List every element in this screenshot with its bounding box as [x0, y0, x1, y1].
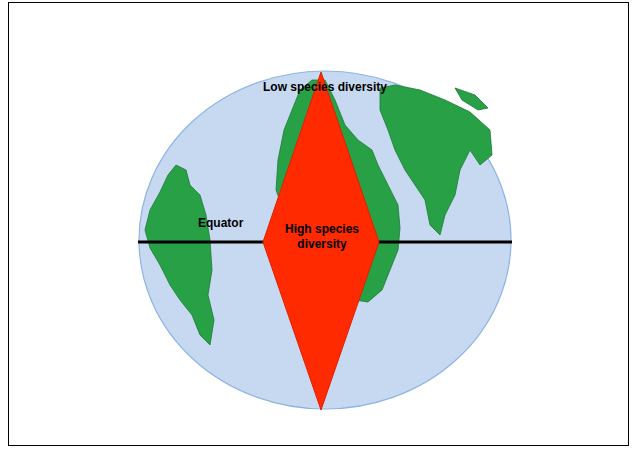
continent [145, 165, 214, 345]
globe-outline [139, 71, 511, 409]
high-diversity-label: High species diversity [276, 222, 368, 252]
diversity-diamond: Low species diversityHigh species divers… [263, 72, 379, 410]
frame-border [9, 3, 629, 446]
equator-label: Equator [198, 216, 268, 231]
continent [380, 85, 492, 235]
low-diversity-label: Low species diversity [250, 80, 400, 95]
globe: EquatorLow species diversityHigh species… [138, 70, 512, 410]
diversity-diamond [263, 72, 379, 410]
continent [455, 88, 488, 110]
